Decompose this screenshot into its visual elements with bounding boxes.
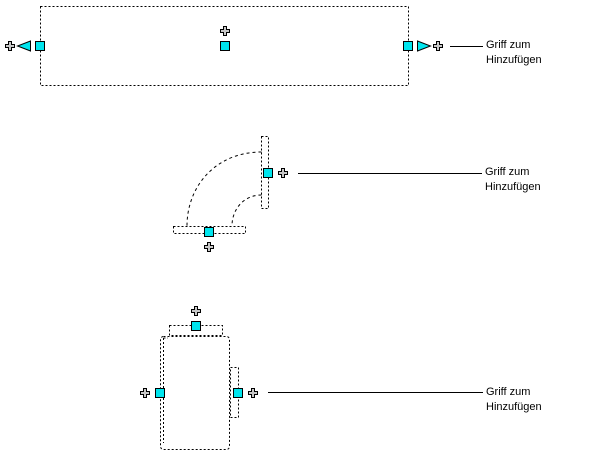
grip-handle[interactable] bbox=[204, 227, 214, 237]
right-add-plus-icon[interactable] bbox=[248, 388, 258, 398]
tee-body-outline bbox=[160, 336, 230, 450]
elbow-outer-arc bbox=[186, 151, 262, 227]
grip-handle[interactable] bbox=[155, 388, 165, 398]
elbow-figure bbox=[173, 136, 482, 252]
grip-handle[interactable] bbox=[233, 388, 243, 398]
elbow-flange-horizontal bbox=[173, 226, 246, 234]
grip-handle[interactable] bbox=[220, 41, 230, 51]
right-add-plus-icon[interactable] bbox=[433, 41, 443, 51]
left-add-plus-icon[interactable] bbox=[140, 388, 150, 398]
tee-top-flange bbox=[169, 325, 223, 336]
bottom-add-plus-icon[interactable] bbox=[204, 242, 214, 252]
callout-text-line2: Hinzufügen bbox=[486, 54, 542, 66]
grip-handle[interactable] bbox=[191, 321, 201, 331]
straight-duct-figure bbox=[5, 6, 483, 86]
elbow-flange-vertical bbox=[261, 136, 269, 209]
callout-text-line1: Griff zum bbox=[486, 386, 531, 398]
top-add-plus-icon[interactable] bbox=[191, 306, 201, 316]
tee-figure bbox=[140, 306, 483, 450]
right-arrow-icon[interactable] bbox=[417, 40, 432, 52]
grip-handle[interactable] bbox=[263, 168, 273, 178]
callout-text-line1: Griff zum bbox=[486, 39, 531, 51]
left-add-plus-icon[interactable] bbox=[5, 41, 15, 51]
callout-label: Griff zum Hinzufügen bbox=[486, 38, 542, 68]
straight-duct-outline bbox=[40, 6, 409, 86]
callout-label: Griff zum Hinzufügen bbox=[485, 165, 541, 195]
grip-handle[interactable] bbox=[35, 41, 45, 51]
top-add-plus-icon[interactable] bbox=[220, 26, 230, 36]
callout-text-line2: Hinzufügen bbox=[485, 181, 541, 193]
callout-text-line2: Hinzufügen bbox=[486, 401, 542, 413]
callout-text-line1: Griff zum bbox=[485, 166, 530, 178]
elbow-inner-arc bbox=[231, 194, 262, 227]
right-add-plus-icon[interactable] bbox=[278, 168, 288, 178]
left-arrow-icon[interactable] bbox=[16, 40, 31, 52]
grip-handle[interactable] bbox=[403, 41, 413, 51]
callout-label: Griff zum Hinzufügen bbox=[486, 385, 542, 415]
